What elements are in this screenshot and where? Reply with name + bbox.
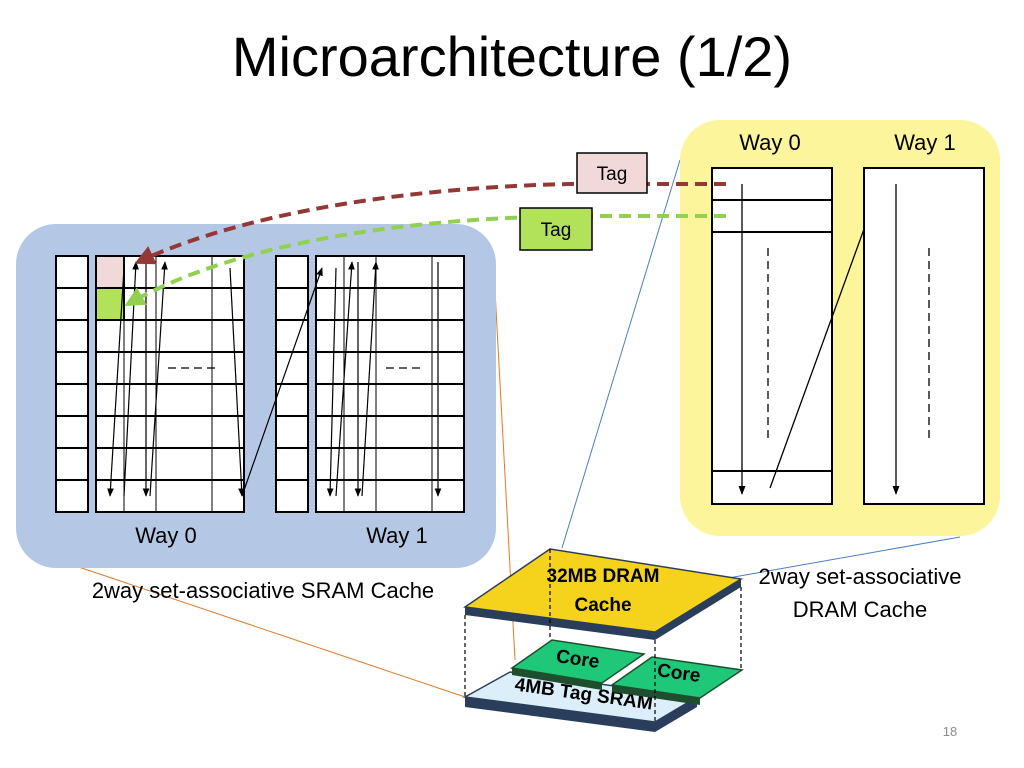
sram-way0-label: Way 0: [135, 523, 197, 548]
sram-way1-label: Way 1: [366, 523, 428, 548]
sram-callout-line-left: [57, 559, 466, 698]
sram-tag-cell-green: [95, 287, 125, 321]
sram-way0-scan-arrow: [107, 267, 125, 497]
sram-way0-scan-arrow: [229, 267, 245, 497]
green-tag-box: Tag: [519, 207, 593, 251]
tag-sram-layer-side: [465, 697, 655, 732]
dram-callout-line-right: [699, 536, 961, 584]
sram-way1-scan-arrow: [361, 261, 379, 497]
dram-way0-label: Way 0: [739, 130, 801, 155]
sram-grids: [55, 255, 465, 513]
dram-cache-layer: [462, 548, 744, 633]
page-number: 18: [942, 724, 958, 739]
dram-way1-column: [863, 167, 985, 505]
sram-way-jump-arrow: [241, 267, 323, 497]
dram-layer-label-line2: Cache: [574, 595, 631, 616]
dram-cache-caption-line2: DRAM Cache: [793, 597, 927, 622]
dram-way-jump-arrow: [769, 184, 881, 489]
chip-stack: 4MB Tag SRAM Core Core 32MB DRAM Cache: [462, 548, 745, 732]
sram-cache-caption: 2way set-associative SRAM Cache: [92, 578, 434, 603]
dram-layer-label-line1: 32MB DRAM: [547, 566, 660, 587]
slide-title: Microarchitecture (1/2): [231, 25, 793, 88]
core-right-block: [610, 656, 745, 699]
dram-way1-label: Way 1: [894, 130, 956, 155]
green-tag-label: Tag: [541, 220, 572, 241]
sram-cache-panel: Way 0 Way 1: [16, 224, 496, 568]
dram-callout-line-left: [561, 159, 681, 549]
dram-cache-panel: Way 0 Way 1: [680, 120, 1000, 536]
sram-way1-scan-arrow: [326, 267, 337, 497]
pink-tag-label: Tag: [597, 164, 628, 185]
dram-way0-column: [711, 167, 833, 505]
green-tag-arrow: [124, 214, 726, 306]
pink-tag-box: Tag: [576, 152, 648, 194]
core-left-block: [510, 639, 646, 684]
dram-cache-caption-line1: 2way set-associative: [759, 564, 962, 589]
sram-tag-cell-pink: [95, 255, 125, 289]
sram-way0-scan-arrow: [149, 261, 168, 497]
sram-way1-scan-arrow: [335, 261, 355, 497]
